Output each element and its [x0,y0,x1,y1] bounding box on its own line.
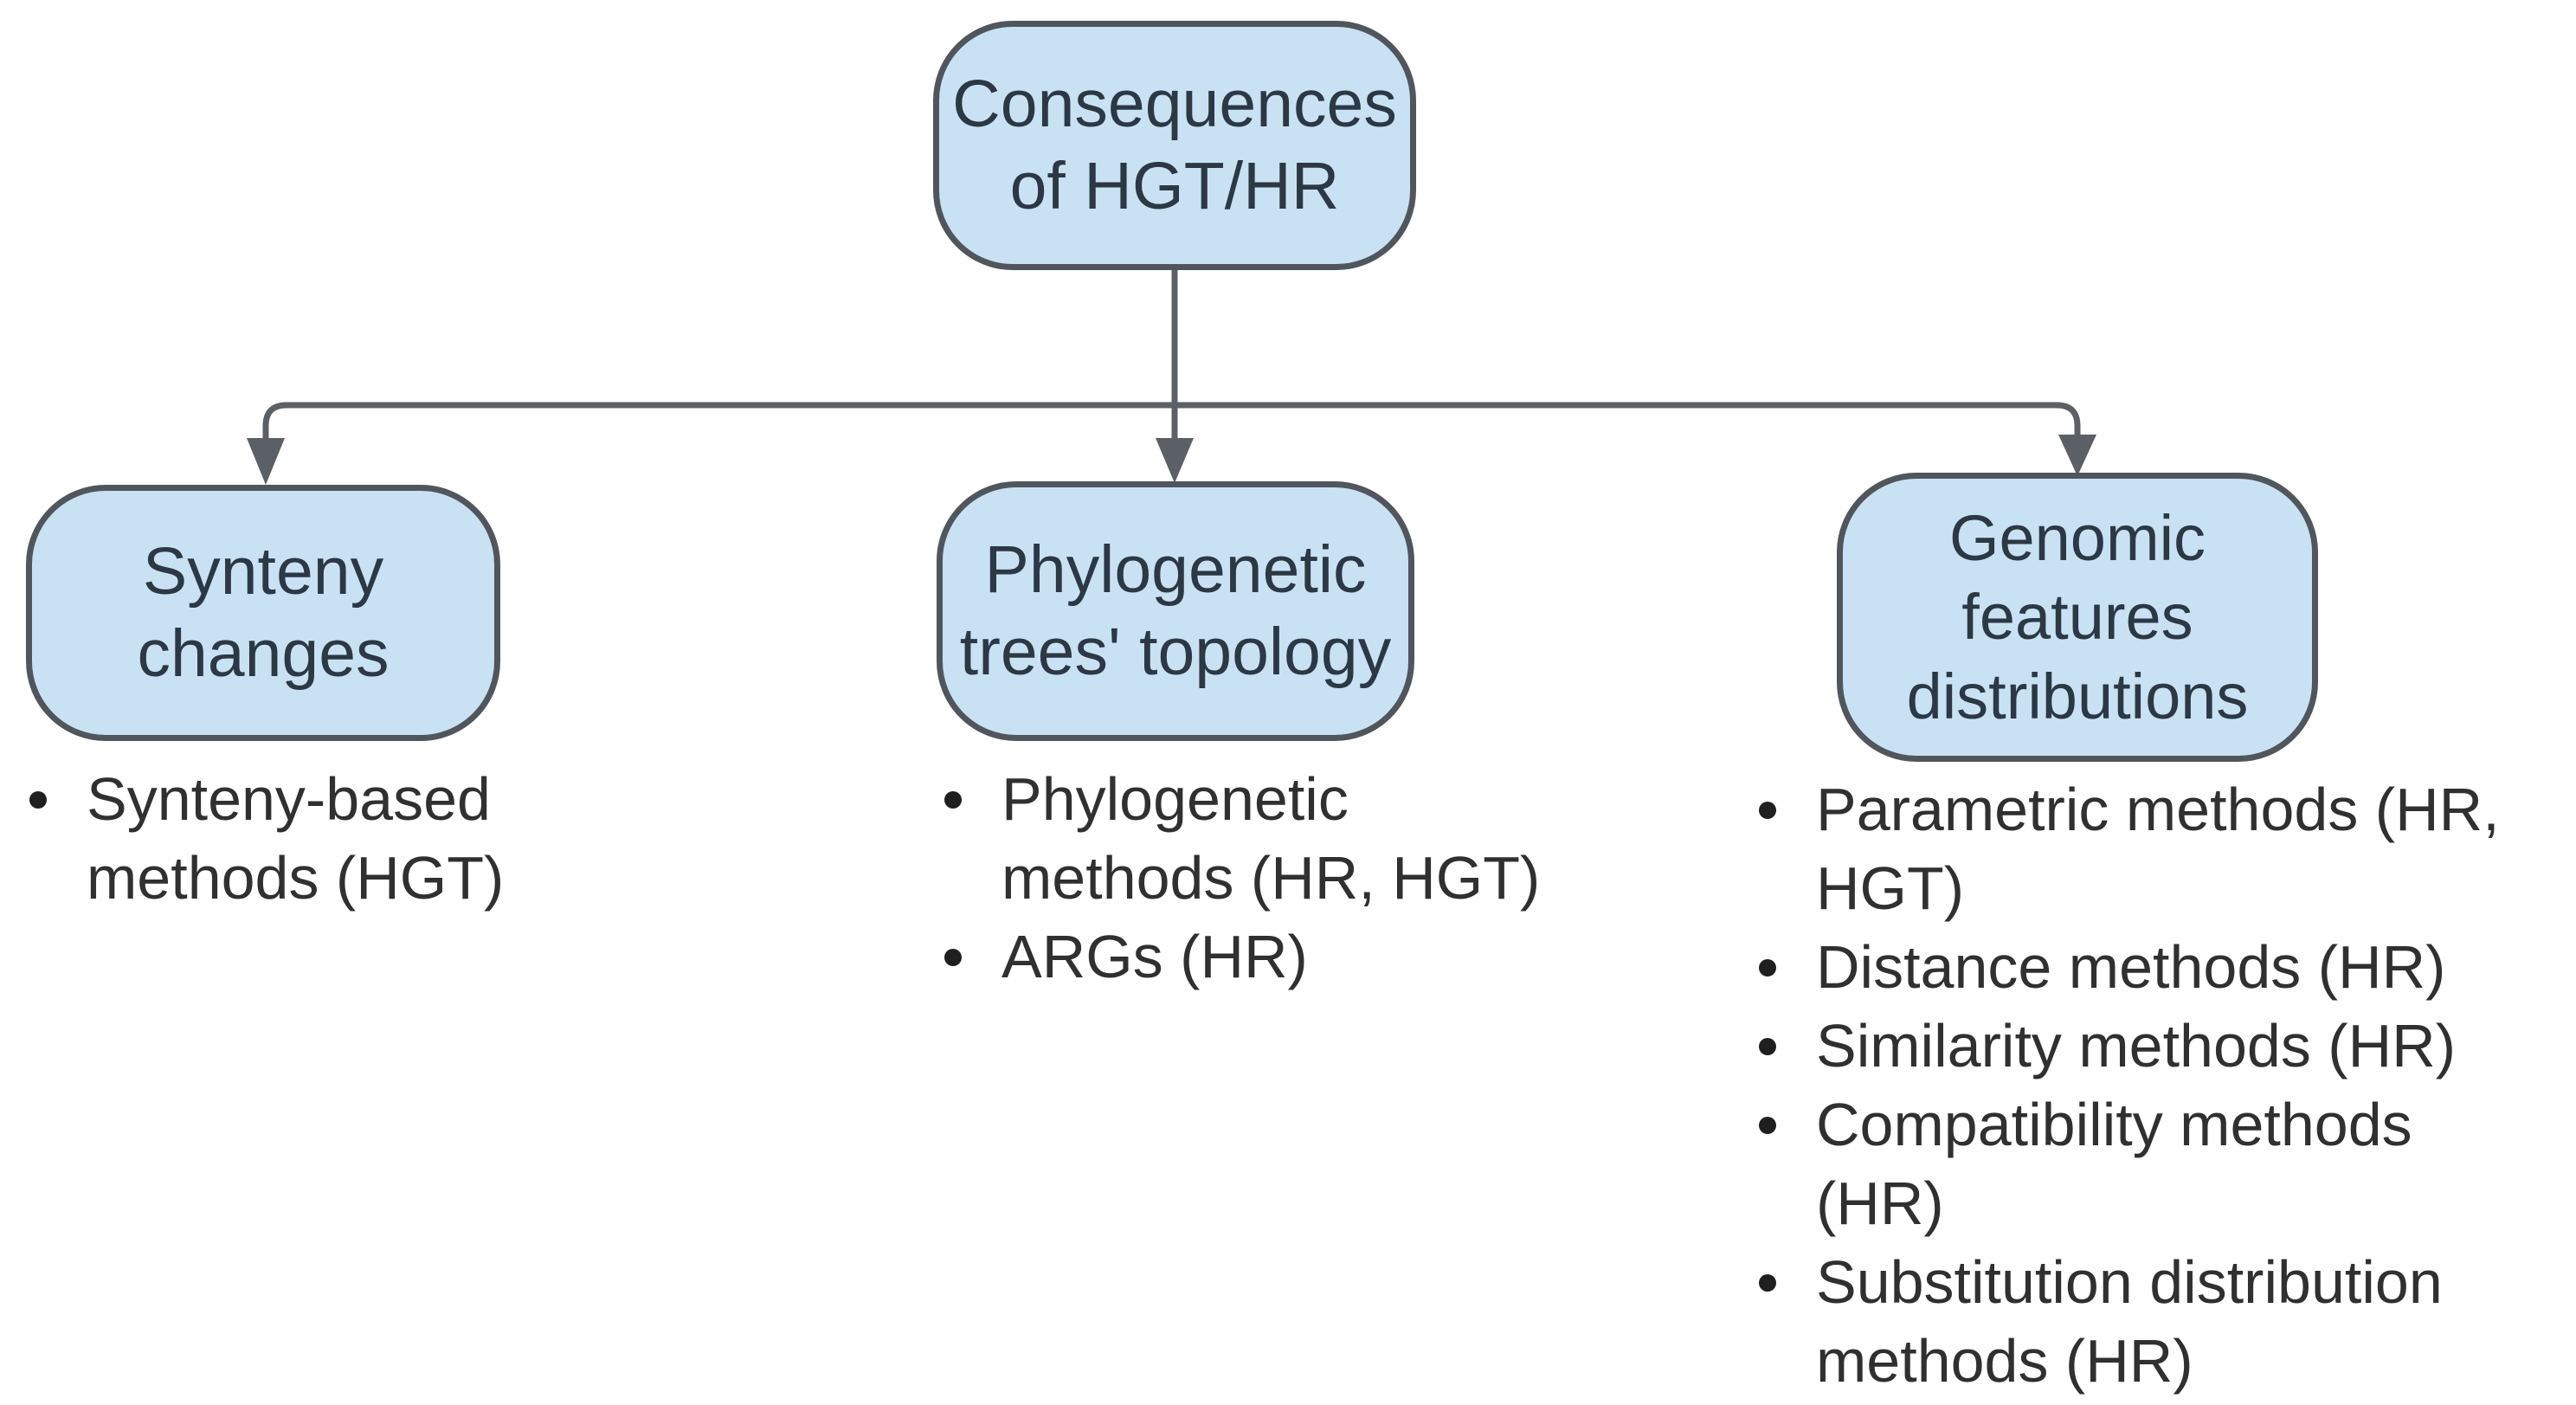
bullet-icon [944,791,962,809]
bullet-icon [1759,959,1776,976]
list-item-text: Similarity methods (HR) [1816,1012,2456,1080]
phylogenetic-methods-list: Phylogenetic methods (HR, HGT) ARGs (HR) [941,760,1668,996]
list-item-text: Parametric methods (HR, HGT) [1816,776,2500,922]
bullet-icon [944,949,962,966]
arrow-down-icon [247,438,285,485]
list-item: Synteny-based methods (HGT) [26,760,701,918]
bullet-icon [1759,1274,1776,1292]
list-item: Phylogenetic methods (HR, HGT) [941,760,1668,918]
node-label: Synteny changes [137,534,390,691]
list-item: Parametric methods (HR, HGT) [1755,770,2552,928]
list-item: Substitution distribution methods (HR) [1755,1243,2552,1401]
list-item-text: ARGs (HR) [1001,923,1308,990]
list-item-text: Phylogenetic methods (HR, HGT) [1001,765,1541,912]
bullet-icon [29,791,47,809]
synteny-methods-list: Synteny-based methods (HGT) [26,760,701,918]
bullet-icon [1759,1038,1776,1055]
genomic-methods-list: Parametric methods (HR, HGT) Distance me… [1755,770,2552,1405]
list-item-text: ARGs (HR) [1816,1401,2122,1405]
bullet-icon [1759,802,1776,819]
list-item: Similarity methods (HR) [1755,1007,2552,1086]
bullet-icon [1759,1117,1776,1134]
list-item: Distance methods (HR) [1755,928,2552,1007]
node-consequences-of-hgt-hr: Consequences of HGT/HR [933,21,1416,270]
list-item-text: Compatibility methods (HR) [1816,1091,2412,1237]
list-item-text: Distance methods (HR) [1816,933,2446,1001]
list-item-text: Substitution distribution methods (HR) [1816,1248,2443,1395]
node-genomic-features-distributions: Genomic features distributions [1837,473,2318,762]
node-phylogenetic-trees-topology: Phylogenetic trees' topology [937,481,1414,741]
arrow-down-icon [2058,435,2096,476]
list-item-text: Synteny-based methods (HGT) [87,765,505,912]
node-label: Genomic features distributions [1906,502,2249,732]
list-item: Compatibility methods (HR) [1755,1086,2552,1243]
list-item: ARGs (HR) [1755,1401,2552,1405]
connector-horizontal-branch [262,402,2081,443]
list-item: ARGs (HR) [941,918,1668,996]
node-label: Phylogenetic trees' topology [959,532,1392,689]
node-synteny-changes: Synteny changes [26,485,500,741]
arrow-down-icon [1156,438,1194,483]
node-label: Consequences of HGT/HR [952,67,1397,223]
